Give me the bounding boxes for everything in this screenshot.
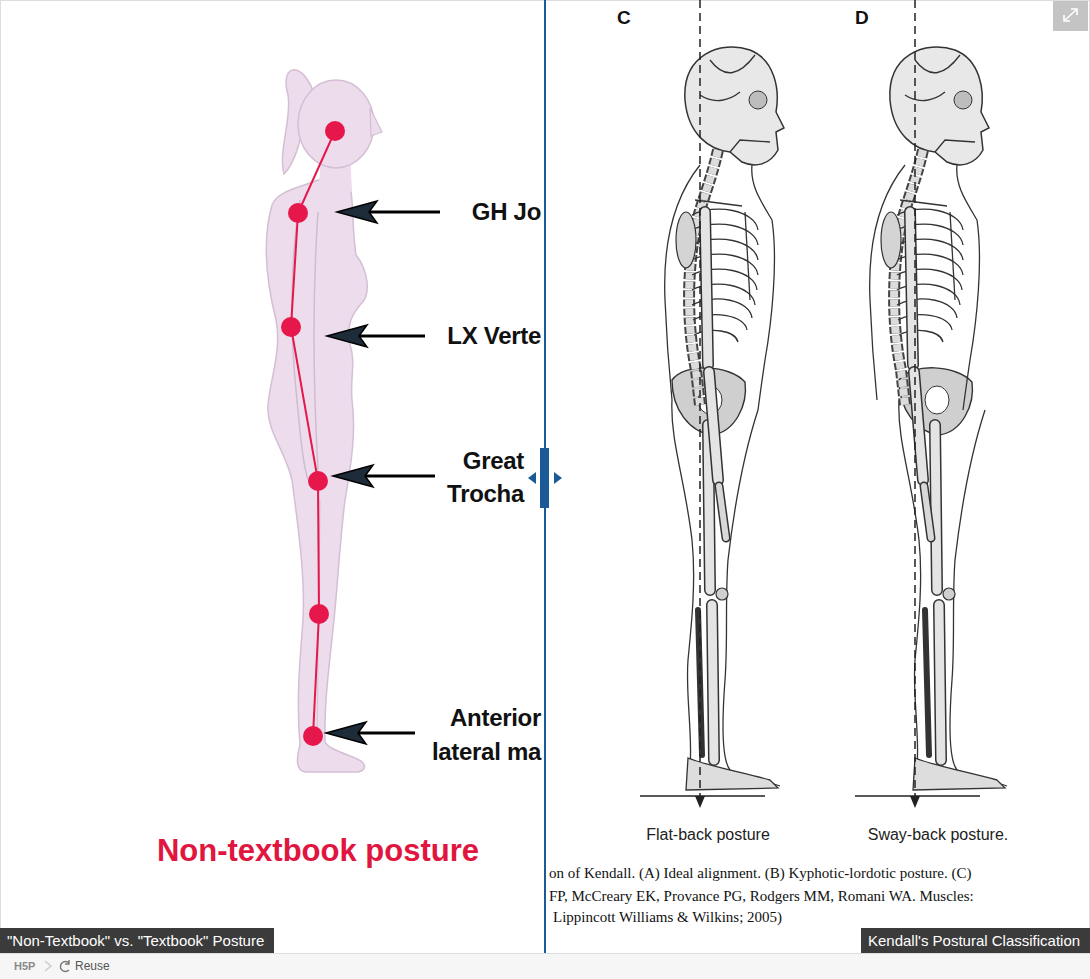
- landmark-dot: [281, 317, 301, 337]
- gravity-line: [699, 0, 701, 800]
- landmark-label: LX Verte: [447, 321, 541, 351]
- female-figure: [266, 70, 382, 772]
- fullscreen-icon: [1064, 9, 1077, 21]
- caption-bar-text: Kendall's Postural Classification: [861, 928, 1087, 953]
- panel-letter: C: [617, 6, 631, 30]
- gravity-lines: [640, 0, 980, 808]
- gravity-arrowhead: [695, 796, 705, 808]
- brand-logo: H5P: [14, 959, 35, 973]
- landmark-label: Anterior lateral ma: [411, 701, 541, 769]
- arrow-head: [326, 722, 366, 744]
- source-caption: on of Kendall. (A) Ideal alignment. (B) …: [549, 864, 971, 882]
- arrow-shaft: [365, 475, 435, 478]
- arrow-head: [337, 201, 377, 223]
- flat-back-skeleton: [665, 47, 784, 538]
- landmark-dots: [281, 121, 345, 746]
- figure-nose: [370, 108, 382, 136]
- arrow-head: [327, 325, 367, 347]
- caption-bar: "Non-Textbook" vs. "Textbook" Posture: [0, 928, 274, 953]
- caption-bar-text: "Non-Textbook" vs. "Textbook" Posture: [0, 928, 271, 953]
- reuse-icon: [60, 960, 69, 972]
- source-caption: FP, McCreary EK, Provance PG, Rodgers MM…: [549, 887, 974, 905]
- arrow-shaft: [359, 335, 425, 338]
- flat-back-skeleton: [672, 368, 780, 790]
- breadcrumb-chevron: [45, 961, 51, 971]
- landmark-dot: [308, 471, 328, 491]
- landmark-label: Great Trocha: [429, 444, 524, 510]
- source-caption: Lippincott Williams & Wilkins; 2005): [553, 908, 782, 926]
- figure-title: Non-textbook posture: [157, 832, 479, 870]
- landmark-label: GH Jo: [472, 197, 541, 227]
- landmark-dot: [288, 203, 308, 223]
- footer-bar: [0, 954, 1090, 979]
- handle-right-arrow: [554, 472, 562, 484]
- handle-left-arrow: [528, 472, 536, 484]
- gravity-line: [914, 0, 916, 800]
- landmark-dot: [309, 604, 329, 624]
- arrow-shaft: [369, 211, 440, 214]
- figure-caption: Flat-back posture: [646, 825, 770, 845]
- figure-caption: Sway-back posture.: [868, 825, 1009, 845]
- divider-handle: [540, 448, 549, 508]
- arrow-shaft: [358, 732, 415, 735]
- gravity-arrowhead: [910, 796, 920, 808]
- fullscreen-button: [1053, 1, 1088, 31]
- panel-letter: D: [855, 6, 869, 30]
- sway-back-skeleton: [870, 47, 989, 538]
- arrow-head: [333, 465, 373, 487]
- ground-line: [640, 795, 765, 797]
- pointer-arrows: [326, 201, 440, 744]
- caption-bar: Kendall's Postural Classification: [861, 928, 1090, 953]
- footer-border: [0, 953, 1090, 954]
- ground-line: [855, 795, 980, 797]
- landmark-dot: [303, 726, 323, 746]
- figure-head: [298, 80, 374, 168]
- button-label: Reuse: [75, 959, 110, 973]
- slider-divider: [528, 0, 562, 953]
- landmark-dot: [325, 121, 345, 141]
